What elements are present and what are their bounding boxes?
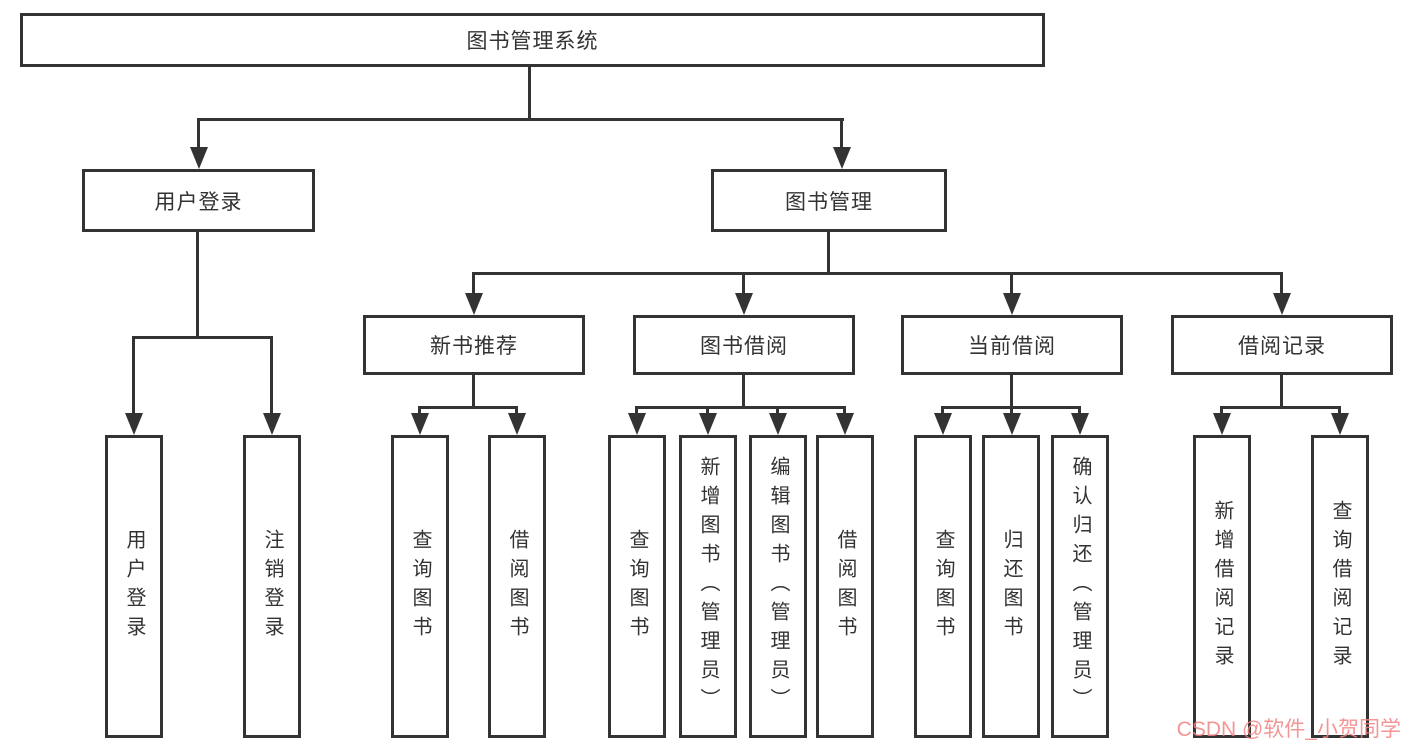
- connector-hline: [635, 406, 846, 409]
- connector-vline: [472, 375, 475, 409]
- connector-vline: [1010, 275, 1013, 295]
- node-label: 借阅记录: [1238, 335, 1326, 358]
- arrow-down-icon: [1071, 413, 1089, 435]
- leaf-label: 用户登录: [123, 528, 145, 645]
- leaf-label: 查询图书: [409, 528, 431, 645]
- connector-vline: [706, 406, 709, 415]
- arrow-down-icon: [735, 293, 753, 315]
- connector-vline: [742, 275, 745, 295]
- connector-vline: [515, 406, 518, 415]
- arrow-down-icon: [1331, 413, 1349, 435]
- leaf-label: 编辑图书（管理员）: [767, 456, 789, 717]
- arrow-down-icon: [1213, 413, 1231, 435]
- leaf-label: 查询图书: [626, 528, 648, 645]
- connector-vline: [840, 121, 843, 149]
- leaf-label: 借阅图书: [506, 528, 528, 645]
- node-label: 用户登录: [154, 190, 243, 214]
- arrow-down-icon: [836, 413, 854, 435]
- connector-vline: [132, 339, 135, 415]
- connector-hline: [418, 406, 518, 409]
- arrow-down-icon: [769, 413, 787, 435]
- connector-vline: [1010, 375, 1013, 409]
- leaf-label: 新增借阅记录: [1211, 499, 1233, 674]
- arrow-down-icon: [934, 413, 952, 435]
- leaf-label: 归还图书: [1000, 528, 1022, 645]
- connector-vline: [196, 232, 199, 339]
- leaf-label: 查询图书: [932, 528, 954, 645]
- connector-hline: [1220, 406, 1341, 409]
- connector-hline: [197, 118, 844, 121]
- arrow-down-icon: [1003, 293, 1021, 315]
- leaf-add-books-admin: 新增图书（管理员）: [679, 435, 737, 738]
- arrow-down-icon: [628, 413, 646, 435]
- leaf-query-books-3: 查询图书: [914, 435, 972, 738]
- connector-hline: [132, 336, 273, 339]
- leaf-borrow-books-2: 借阅图书: [816, 435, 874, 738]
- leaf-return-books: 归还图书: [982, 435, 1040, 738]
- leaf-label: 借阅图书: [834, 528, 856, 645]
- arrow-down-icon: [1273, 293, 1291, 315]
- node-user-login-branch: 用户登录: [82, 169, 315, 232]
- arrow-down-icon: [1003, 413, 1021, 435]
- arrow-down-icon: [508, 413, 526, 435]
- node-borrow-records: 借阅记录: [1171, 315, 1393, 375]
- connector-vline: [1338, 406, 1341, 415]
- connector-vline: [843, 406, 846, 415]
- leaf-label: 新增图书（管理员）: [697, 456, 719, 717]
- arrow-down-icon: [263, 413, 281, 435]
- connector-vline: [635, 406, 638, 415]
- node-label: 图书管理: [785, 190, 873, 214]
- connector-vline: [1280, 375, 1283, 409]
- connector-hline: [472, 272, 1283, 275]
- connector-vline: [197, 121, 200, 149]
- leaf-query-borrow-record: 查询借阅记录: [1311, 435, 1369, 738]
- leaf-edit-books-admin: 编辑图书（管理员）: [749, 435, 807, 738]
- arrow-down-icon: [833, 147, 851, 169]
- connector-vline: [827, 232, 830, 275]
- connector-vline: [270, 339, 273, 415]
- connector-vline: [1220, 406, 1223, 415]
- leaf-label: 注销登录: [261, 528, 283, 645]
- connector-vline: [1280, 275, 1283, 295]
- leaf-logout: 注销登录: [243, 435, 301, 738]
- connector-vline: [1010, 406, 1013, 415]
- node-label: 新书推荐: [430, 335, 518, 358]
- leaf-borrow-books-1: 借阅图书: [488, 435, 546, 738]
- leaf-add-borrow-record: 新增借阅记录: [1193, 435, 1251, 738]
- connector-vline: [528, 67, 531, 118]
- leaf-label: 确认归还（管理员）: [1069, 456, 1091, 717]
- connector-vline: [1078, 406, 1081, 415]
- node-new-book-recommend: 新书推荐: [363, 315, 585, 375]
- node-label: 图书借阅: [700, 335, 788, 358]
- connector-vline: [472, 275, 475, 295]
- arrow-down-icon: [411, 413, 429, 435]
- node-root-label: 图书管理系统: [466, 30, 599, 53]
- connector-vline: [742, 375, 745, 409]
- csdn-watermark: CSDN @软件_小贺同学: [1176, 718, 1401, 741]
- connector-vline: [941, 406, 944, 415]
- node-book-management-branch: 图书管理: [711, 169, 947, 232]
- arrow-down-icon: [190, 147, 208, 169]
- arrow-down-icon: [699, 413, 717, 435]
- node-current-borrow: 当前借阅: [901, 315, 1123, 375]
- leaf-user-login: 用户登录: [105, 435, 163, 738]
- arrow-down-icon: [465, 293, 483, 315]
- leaf-confirm-return-admin: 确认归还（管理员）: [1051, 435, 1109, 738]
- arrow-down-icon: [125, 413, 143, 435]
- node-book-borrow: 图书借阅: [633, 315, 855, 375]
- leaf-query-books-1: 查询图书: [391, 435, 449, 738]
- leaf-label: 查询借阅记录: [1329, 499, 1351, 674]
- connector-vline: [776, 406, 779, 415]
- node-root: 图书管理系统: [20, 13, 1045, 67]
- connector-vline: [418, 406, 421, 415]
- leaf-query-books-2: 查询图书: [608, 435, 666, 738]
- node-label: 当前借阅: [968, 335, 1056, 358]
